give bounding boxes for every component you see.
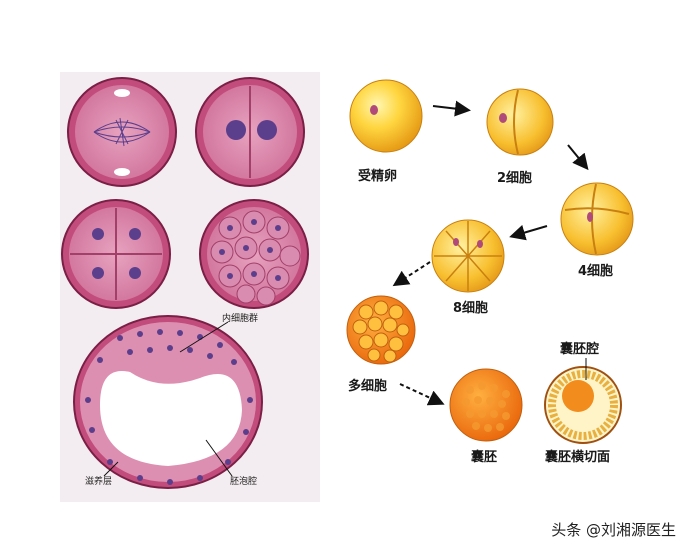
label-blastocyst-cross-section: 囊胚横切面 xyxy=(545,450,611,465)
label-eight-cell: 8细胞 xyxy=(453,301,489,316)
watermark: 头条 @刘湘源医生 xyxy=(551,521,676,539)
multicell-section-illustration xyxy=(199,199,309,309)
label-blastocoel-left: 胚泡腔 xyxy=(230,477,258,487)
label-morula: 多细胞 xyxy=(348,379,388,394)
label-four-cell: 4细胞 xyxy=(578,264,614,279)
label-fertilized-egg: 受精卵 xyxy=(358,169,398,184)
label-inner-cell-mass: 内细胞群 xyxy=(222,314,259,324)
two-cell-section-illustration xyxy=(195,77,305,187)
blastocyst-illustration xyxy=(449,368,523,442)
two-cell-illustration xyxy=(486,88,554,156)
label-two-cell: 2细胞 xyxy=(497,171,533,186)
four-cell-section-illustration xyxy=(61,199,171,309)
blastocyst-section-illustration xyxy=(73,315,263,489)
label-blastocoel-right: 囊胚腔 xyxy=(560,342,600,357)
arrow-8cell-to-morula xyxy=(392,261,431,287)
label-trophoblast: 滋养层 xyxy=(85,477,113,487)
arrow-4cell-to-8cell xyxy=(509,224,548,241)
blastocyst-cross-section-illustration xyxy=(544,358,622,444)
arrow-2cell-to-4cell xyxy=(567,144,589,171)
label-blastocyst: 囊胚 xyxy=(471,450,498,465)
spindle-icon xyxy=(93,117,151,147)
morula-illustration xyxy=(346,295,416,365)
eight-cell-illustration xyxy=(431,219,505,293)
development-arrows xyxy=(392,100,589,406)
arrow-morula-to-blastocyst xyxy=(399,383,445,406)
fertilized-egg-illustration xyxy=(349,79,423,153)
four-cell-illustration xyxy=(560,182,634,256)
arrow-egg-to-2cell xyxy=(432,100,471,117)
zygote-section-illustration xyxy=(67,77,177,187)
